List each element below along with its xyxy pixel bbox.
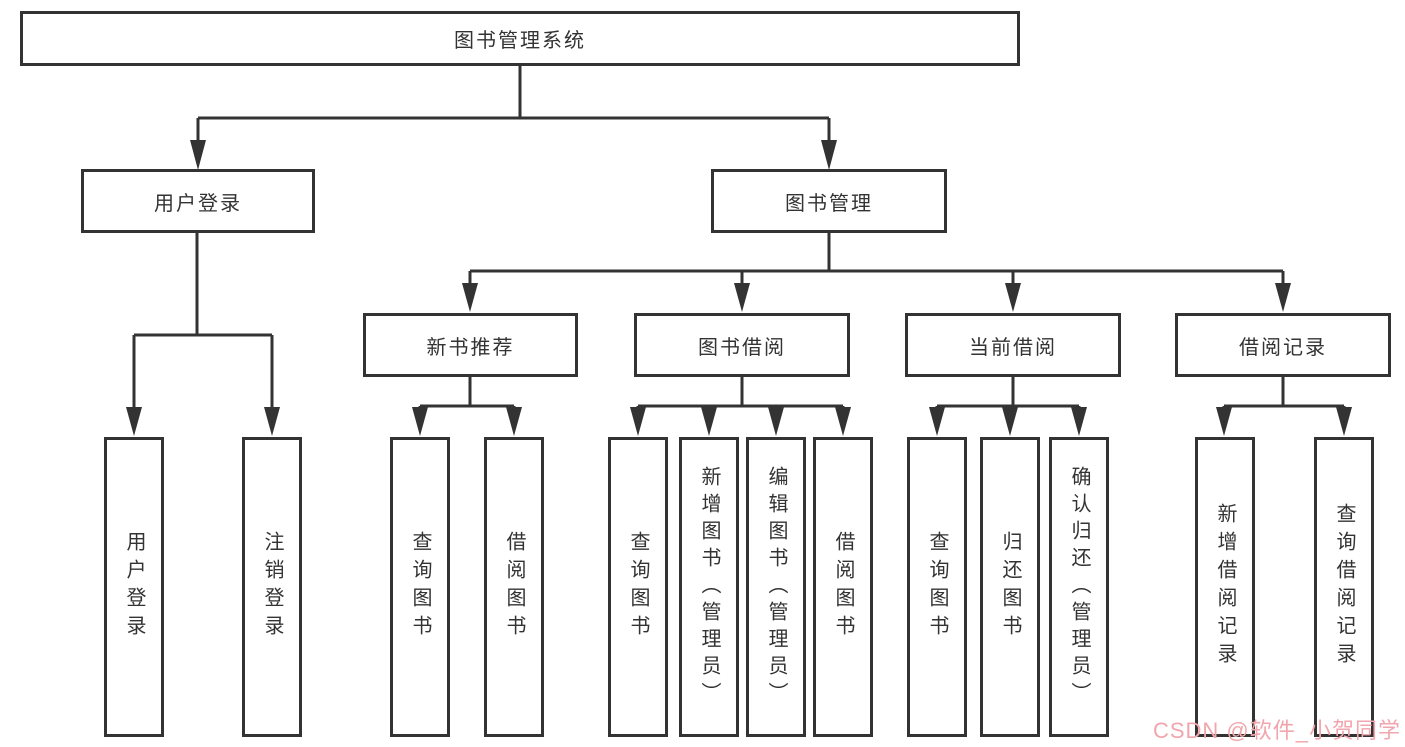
node-new-book-recommendation: 新书推荐 (363, 313, 578, 377)
leaf-edit-books-admin: 编辑图书（管理员） (746, 437, 806, 737)
leaf-user-login-label: 用户登录 (123, 531, 145, 643)
leaf-edit-books-admin-label: 编辑图书（管理员） (765, 465, 787, 709)
leaf-query-books-1-label: 查询图书 (409, 531, 431, 643)
leaf-query-books-1: 查询图书 (390, 437, 450, 737)
leaf-query-borrow-record-label: 查询借阅记录 (1333, 503, 1355, 671)
leaf-query-books-2: 查询图书 (608, 437, 668, 737)
node-user-login: 用户登录 (81, 169, 315, 233)
leaf-return-books: 归还图书 (980, 437, 1040, 737)
node-book-borrowing: 图书借阅 (634, 313, 850, 377)
leaf-add-books-admin-label: 新增图书（管理员） (698, 465, 720, 709)
leaf-borrow-books-1-label: 借阅图书 (503, 531, 525, 643)
leaf-add-books-admin: 新增图书（管理员） (679, 437, 739, 737)
leaf-borrow-books-1: 借阅图书 (484, 437, 544, 737)
leaf-query-books-2-label: 查询图书 (627, 531, 649, 643)
leaf-query-books-3: 查询图书 (907, 437, 967, 737)
leaf-borrow-books-2: 借阅图书 (813, 437, 873, 737)
leaf-borrow-books-2-label: 借阅图书 (832, 531, 854, 643)
leaf-add-borrow-record-label: 新增借阅记录 (1214, 503, 1236, 671)
node-library-management-system: 图书管理系统 (20, 11, 1020, 66)
leaf-add-borrow-record: 新增借阅记录 (1195, 437, 1255, 737)
leaf-logout-label: 注销登录 (261, 531, 283, 643)
leaf-user-login: 用户登录 (104, 437, 164, 737)
leaf-query-borrow-record: 查询借阅记录 (1314, 437, 1374, 737)
node-current-borrowing: 当前借阅 (905, 313, 1121, 377)
leaf-logout: 注销登录 (242, 437, 302, 737)
leaf-confirm-return-admin-label: 确认归还（管理员） (1068, 465, 1090, 709)
leaf-query-books-3-label: 查询图书 (926, 531, 948, 643)
node-book-management: 图书管理 (711, 169, 947, 233)
leaf-confirm-return-admin: 确认归还（管理员） (1049, 437, 1109, 737)
node-borrowing-records: 借阅记录 (1175, 313, 1391, 377)
leaf-return-books-label: 归还图书 (999, 531, 1021, 643)
watermark: CSDN @软件_小贺同学 (1152, 718, 1401, 743)
